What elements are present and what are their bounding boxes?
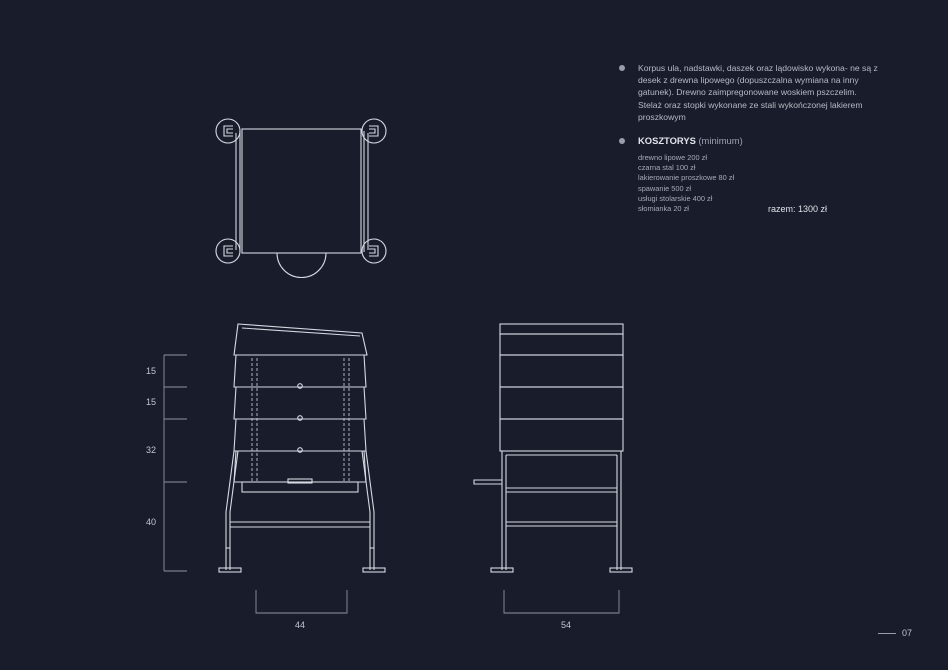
dim-label-h2: 15 [146,397,157,407]
bullet-icon [619,65,625,71]
cost-subtitle: (minimum) [698,135,743,147]
cost-title: KOSZTORYS [638,135,696,147]
cost-total: razem: 1300 zł [768,204,828,215]
page-number-text: 07 [901,628,912,638]
cost-heading: KOSZTORYS (minimum) [618,135,878,147]
page-number: 07 [877,628,912,638]
description-text: Korpus ula, nadstawki, daszek oraz lądow… [638,63,878,122]
dim-label-width-side: 54 [561,620,572,630]
description-block: Korpus ula, nadstawki, daszek oraz lądow… [618,62,878,123]
dim-label-h4: 40 [146,517,157,527]
dim-label-h3: 32 [146,445,157,455]
cost-item: słomianka 20 zł [638,204,689,214]
cost-item: spawanie 500 zł [638,183,692,193]
cost-list: drewno lipowe 200 zł czarna stal 100 zł … [618,153,878,214]
dim-label-h1: 15 [146,366,157,376]
cost-item: lakierowanie proszkowe 80 zł [638,173,735,183]
page-number-rule [877,632,896,634]
side-view [473,323,633,573]
front-view [218,323,386,573]
notes-panel: Korpus ula, nadstawki, daszek oraz lądow… [618,62,878,214]
cost-item: drewno lipowe 200 zł [638,153,708,163]
dim-label-width-front: 44 [295,620,306,630]
bullet-icon [619,138,625,145]
dimension-lines [163,354,620,614]
cost-item: czarna stal 100 zł [638,163,696,173]
cost-item: usługi stolarskie 400 zł [638,193,713,203]
top-view [215,118,387,278]
